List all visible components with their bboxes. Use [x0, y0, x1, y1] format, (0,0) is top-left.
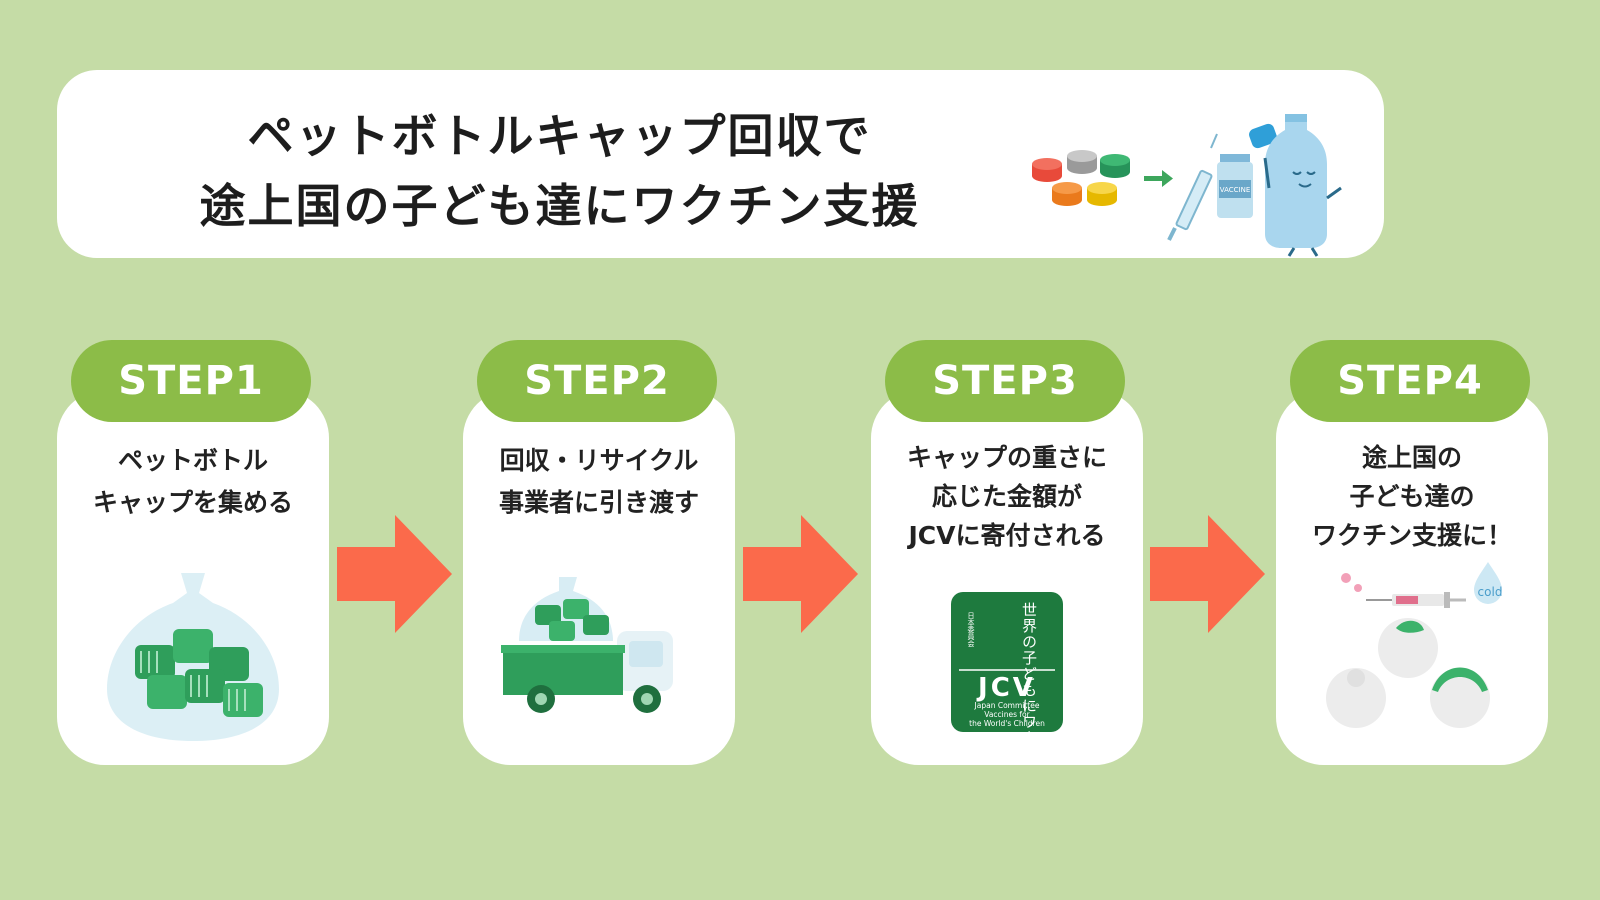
step-2: STEP2 回収・リサイクル 事業者に引き渡す: [463, 340, 735, 765]
step-2-card: [463, 390, 735, 765]
step-1-line-1: ペットボトル: [117, 446, 268, 475]
step-4-description: 途上国の 子ども達の ワクチン支援に！: [1284, 438, 1540, 555]
bag-of-caps-icon: [107, 573, 279, 741]
hero-illustration: VACCINE: [1032, 114, 1342, 257]
step-3-line-1: キャップの重さに: [906, 443, 1107, 472]
arrow-right-icon: [1150, 515, 1265, 633]
step-4-line-1: 途上国の: [1361, 443, 1462, 472]
arrow-right-icon: [337, 515, 452, 633]
children-icon: cold: [1326, 562, 1503, 728]
bottle-mascot-icon: [1249, 114, 1342, 257]
title-line-1: ペットボトルキャップ回収で: [247, 109, 872, 163]
bottle-caps-icon: [1032, 150, 1130, 206]
step-1: STEP1 ペットボトル キャップを集める: [57, 340, 329, 765]
jcv-logo-icon: 世界の子どもにワクチンを 日本委員会 JCV Japan Committee V…: [951, 592, 1063, 732]
jcv-acronym: JCV: [976, 673, 1036, 703]
jcv-english-3: the World's Children: [969, 719, 1045, 728]
step-4-line-2: 子ども達の: [1349, 482, 1475, 511]
truck-icon: [501, 577, 673, 713]
step-4-label: STEP4: [1290, 340, 1530, 422]
jcv-english-2: Vaccines for: [984, 710, 1030, 719]
step-2-line-1: 回収・リサイクル: [499, 446, 699, 475]
step-4-card: [1276, 390, 1548, 765]
jcv-sub-text: 日本委員会: [967, 612, 975, 648]
step-3-line-3: JCVに寄付される: [908, 521, 1106, 550]
step-4-line-3: ワクチン支援に！: [1311, 521, 1512, 550]
step-4: STEP4 途上国の 子ども達の ワクチン支援に！ cold: [1276, 340, 1548, 765]
jcv-english-1: Japan Committee: [974, 701, 1040, 710]
syringe-icon: [1167, 133, 1218, 241]
cold-label: cold: [1478, 585, 1503, 599]
jcv-vertical-text: 世界の子どもにワクチンを: [1020, 602, 1038, 732]
syringe-small-icon: [1341, 573, 1466, 608]
step-3: STEP3 キャップの重さに 応じた金額が JCVに寄付される 世界の子どもにワ…: [871, 340, 1143, 765]
vaccine-vial-icon: VACCINE: [1217, 154, 1253, 218]
arrow-right-icon: [743, 515, 858, 633]
step-1-description: ペットボトル キャップを集める: [65, 440, 321, 524]
step-1-line-2: キャップを集める: [92, 488, 293, 517]
vial-label: VACCINE: [1220, 186, 1251, 194]
arrow-small-icon: [1144, 170, 1173, 187]
step-3-line-2: 応じた金額が: [931, 482, 1082, 511]
step-3-label: STEP3: [885, 340, 1125, 422]
title-line-2: 途上国の子ども達にワクチン支援: [199, 179, 920, 233]
step-3-description: キャップの重さに 応じた金額が JCVに寄付される: [879, 438, 1135, 555]
step-2-description: 回収・リサイクル 事業者に引き渡す: [471, 440, 727, 524]
step-2-line-2: 事業者に引き渡す: [498, 488, 699, 517]
step-2-label: STEP2: [477, 340, 717, 422]
step-1-label: STEP1: [71, 340, 311, 422]
header-card: ペットボトルキャップ回収で 途上国の子ども達にワクチン支援: [57, 70, 1384, 258]
